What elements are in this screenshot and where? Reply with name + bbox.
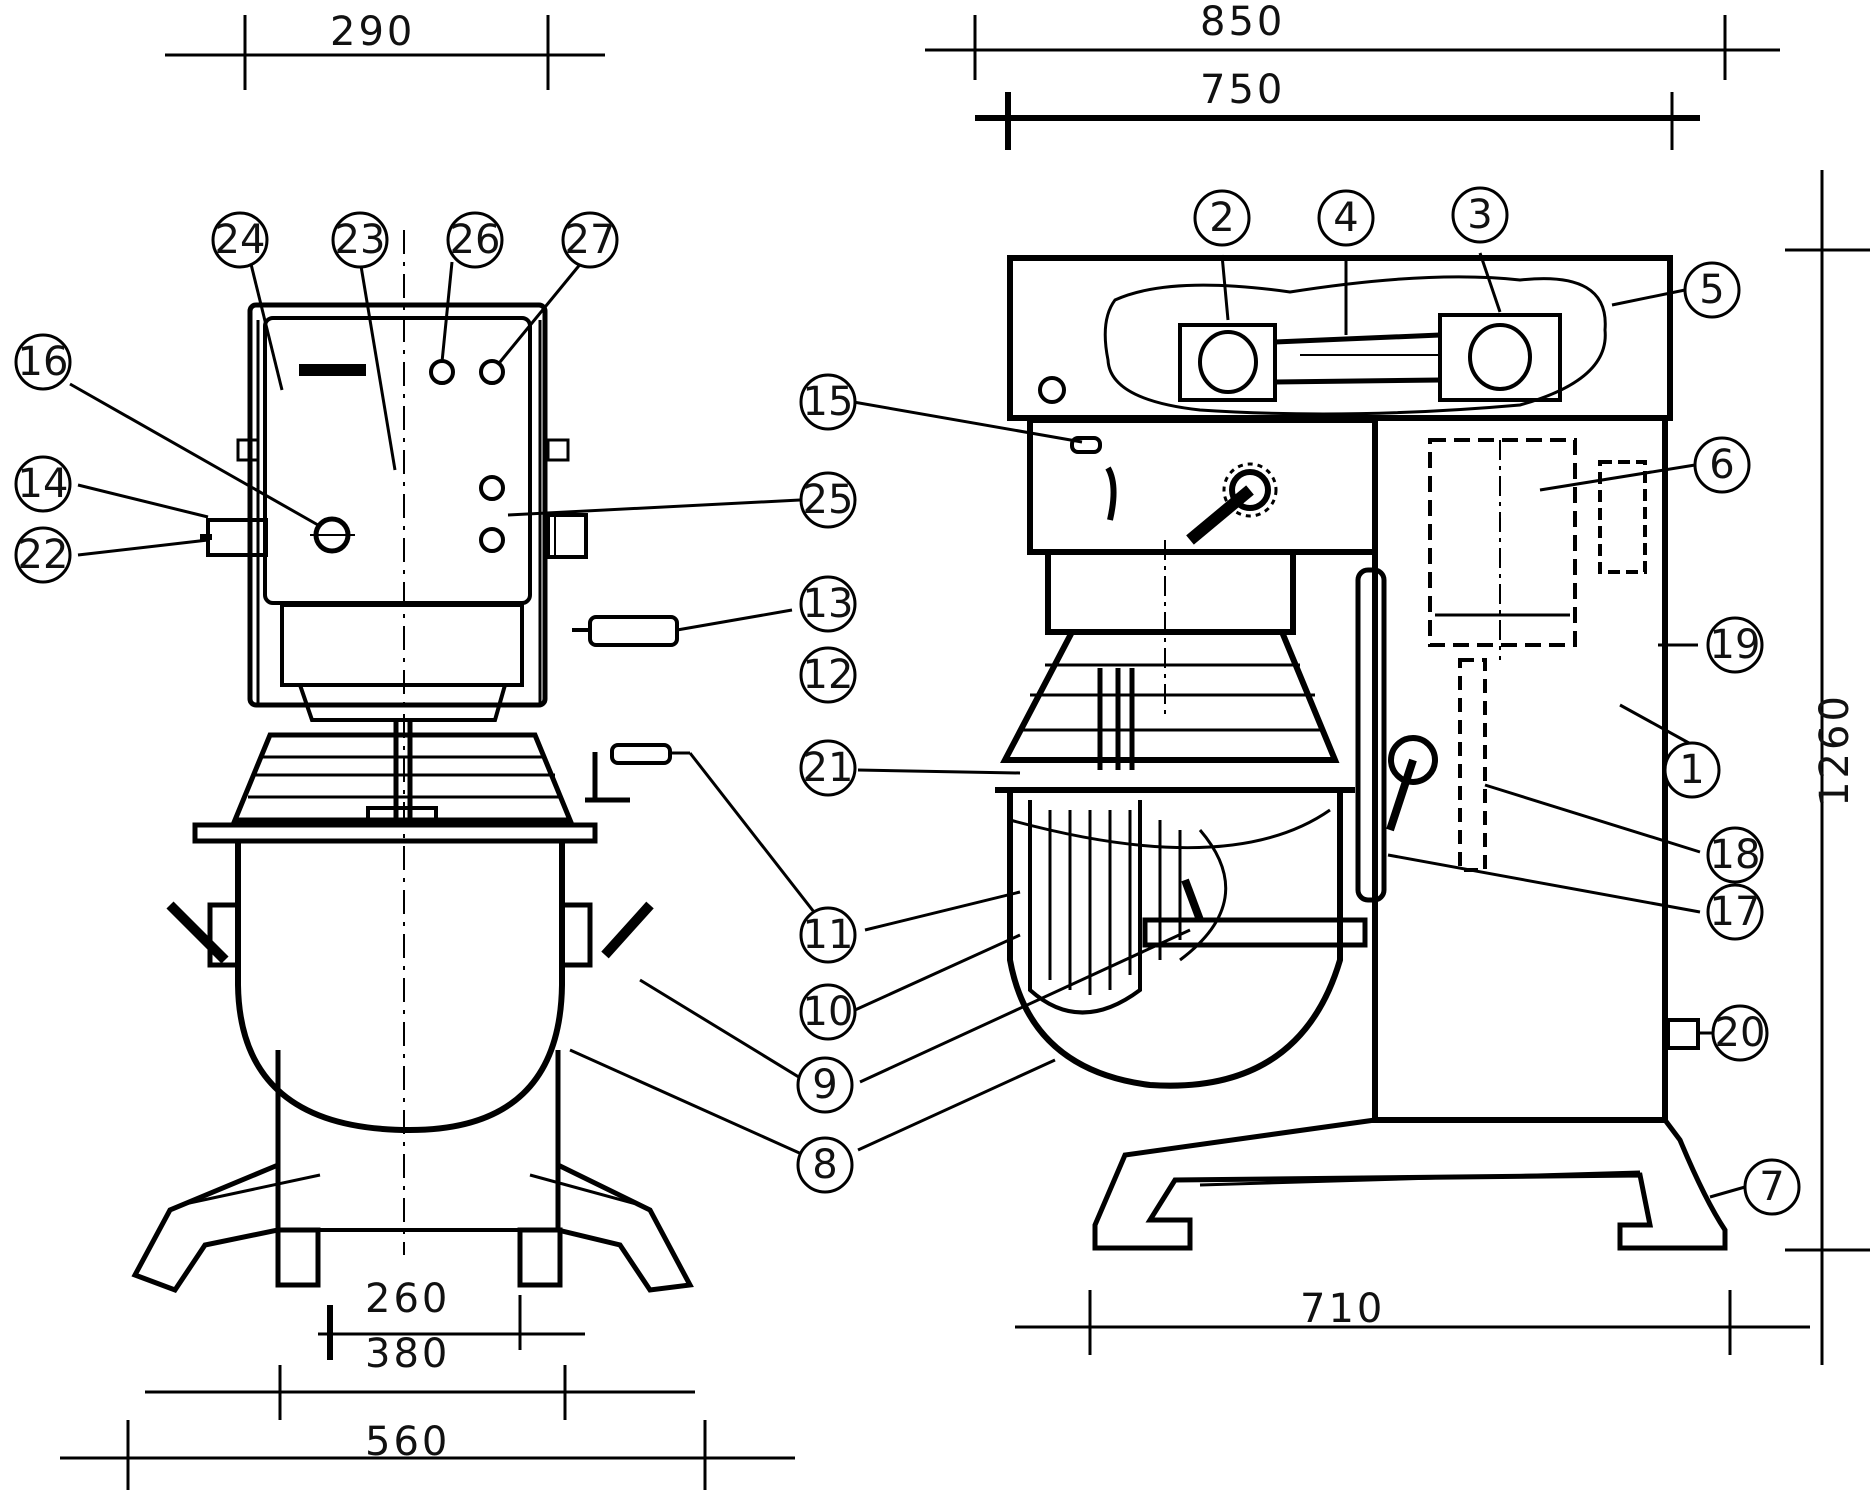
front-view: [131, 230, 694, 1294]
part-bubbles: [14, 186, 1801, 1216]
bubble-8: [796, 1136, 854, 1194]
label-2: 2: [1209, 195, 1234, 241]
label-27: 27: [565, 217, 616, 263]
label-13: 13: [803, 581, 854, 627]
bubble-14: [14, 455, 72, 513]
bubble-18: [1706, 826, 1764, 884]
bubble-4: [1317, 189, 1375, 247]
label-20: 20: [1715, 1010, 1766, 1056]
label-26: 26: [450, 217, 501, 263]
dim-1260: 1260: [1812, 693, 1858, 807]
bubble-26: [446, 211, 504, 269]
bubble-13: [799, 575, 857, 633]
bubble-27: [561, 211, 619, 269]
bubble-20: [1711, 1004, 1769, 1062]
label-23: 23: [335, 217, 386, 263]
dim-850: 850: [1200, 0, 1285, 45]
label-25: 25: [803, 477, 854, 523]
bubble-23: [331, 211, 389, 269]
bubble-22: [14, 526, 72, 584]
bubble-12: [799, 646, 857, 704]
label-17: 17: [1710, 889, 1761, 935]
label-1: 1: [1679, 747, 1704, 793]
bubble-5: [1683, 261, 1741, 319]
label-24: 24: [215, 217, 266, 263]
label-21: 21: [803, 745, 854, 791]
leader-lines: [69, 252, 1746, 1199]
bubble-15: [799, 373, 857, 431]
label-11: 11: [803, 912, 854, 958]
bubble-21: [799, 739, 857, 797]
part-bubble-labels: 1 2 3 4 5 6 7 8 9 10 11 12 13 14 15 16 1…: [18, 192, 1785, 1210]
dim-750: 750: [1200, 67, 1285, 113]
bubble-17: [1706, 883, 1764, 941]
bubble-6: [1693, 436, 1751, 494]
bubble-11: [799, 906, 857, 964]
label-14: 14: [18, 461, 69, 507]
label-10: 10: [803, 989, 854, 1035]
side-view: [995, 255, 1728, 1251]
label-16: 16: [18, 339, 69, 385]
label-22: 22: [18, 532, 69, 578]
label-4: 4: [1333, 195, 1358, 241]
label-12: 12: [803, 652, 854, 698]
label-9: 9: [812, 1062, 837, 1108]
dim-380: 380: [365, 1331, 450, 1377]
bubble-24: [211, 211, 269, 269]
bubble-10: [799, 983, 857, 1041]
bubble-3: [1451, 186, 1509, 244]
bubble-1: [1663, 741, 1721, 799]
dim-260: 260: [365, 1276, 450, 1322]
dim-290: 290: [330, 9, 415, 55]
dim-710: 710: [1300, 1286, 1385, 1332]
label-15: 15: [803, 379, 854, 425]
label-8: 8: [812, 1142, 837, 1188]
dimension-lines: [60, 15, 1870, 1490]
label-19: 19: [1710, 622, 1761, 668]
label-5: 5: [1699, 267, 1724, 313]
bubble-9: [796, 1056, 854, 1114]
bubble-25: [799, 471, 857, 529]
bubble-2: [1193, 189, 1251, 247]
label-3: 3: [1467, 192, 1492, 238]
bubble-19: [1706, 616, 1764, 674]
label-18: 18: [1710, 832, 1761, 878]
bubble-16: [14, 333, 72, 391]
bubble-7: [1743, 1158, 1801, 1216]
label-6: 6: [1709, 442, 1734, 488]
dim-560: 560: [365, 1419, 450, 1465]
label-7: 7: [1759, 1164, 1784, 1210]
